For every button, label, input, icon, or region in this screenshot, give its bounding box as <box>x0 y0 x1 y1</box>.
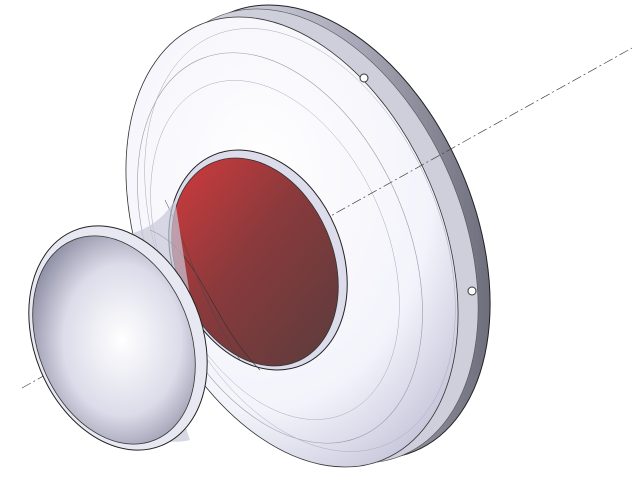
bell-mouth-inlet <box>28 200 208 451</box>
mounting-hole <box>467 286 477 296</box>
mounting-hole <box>359 73 369 83</box>
